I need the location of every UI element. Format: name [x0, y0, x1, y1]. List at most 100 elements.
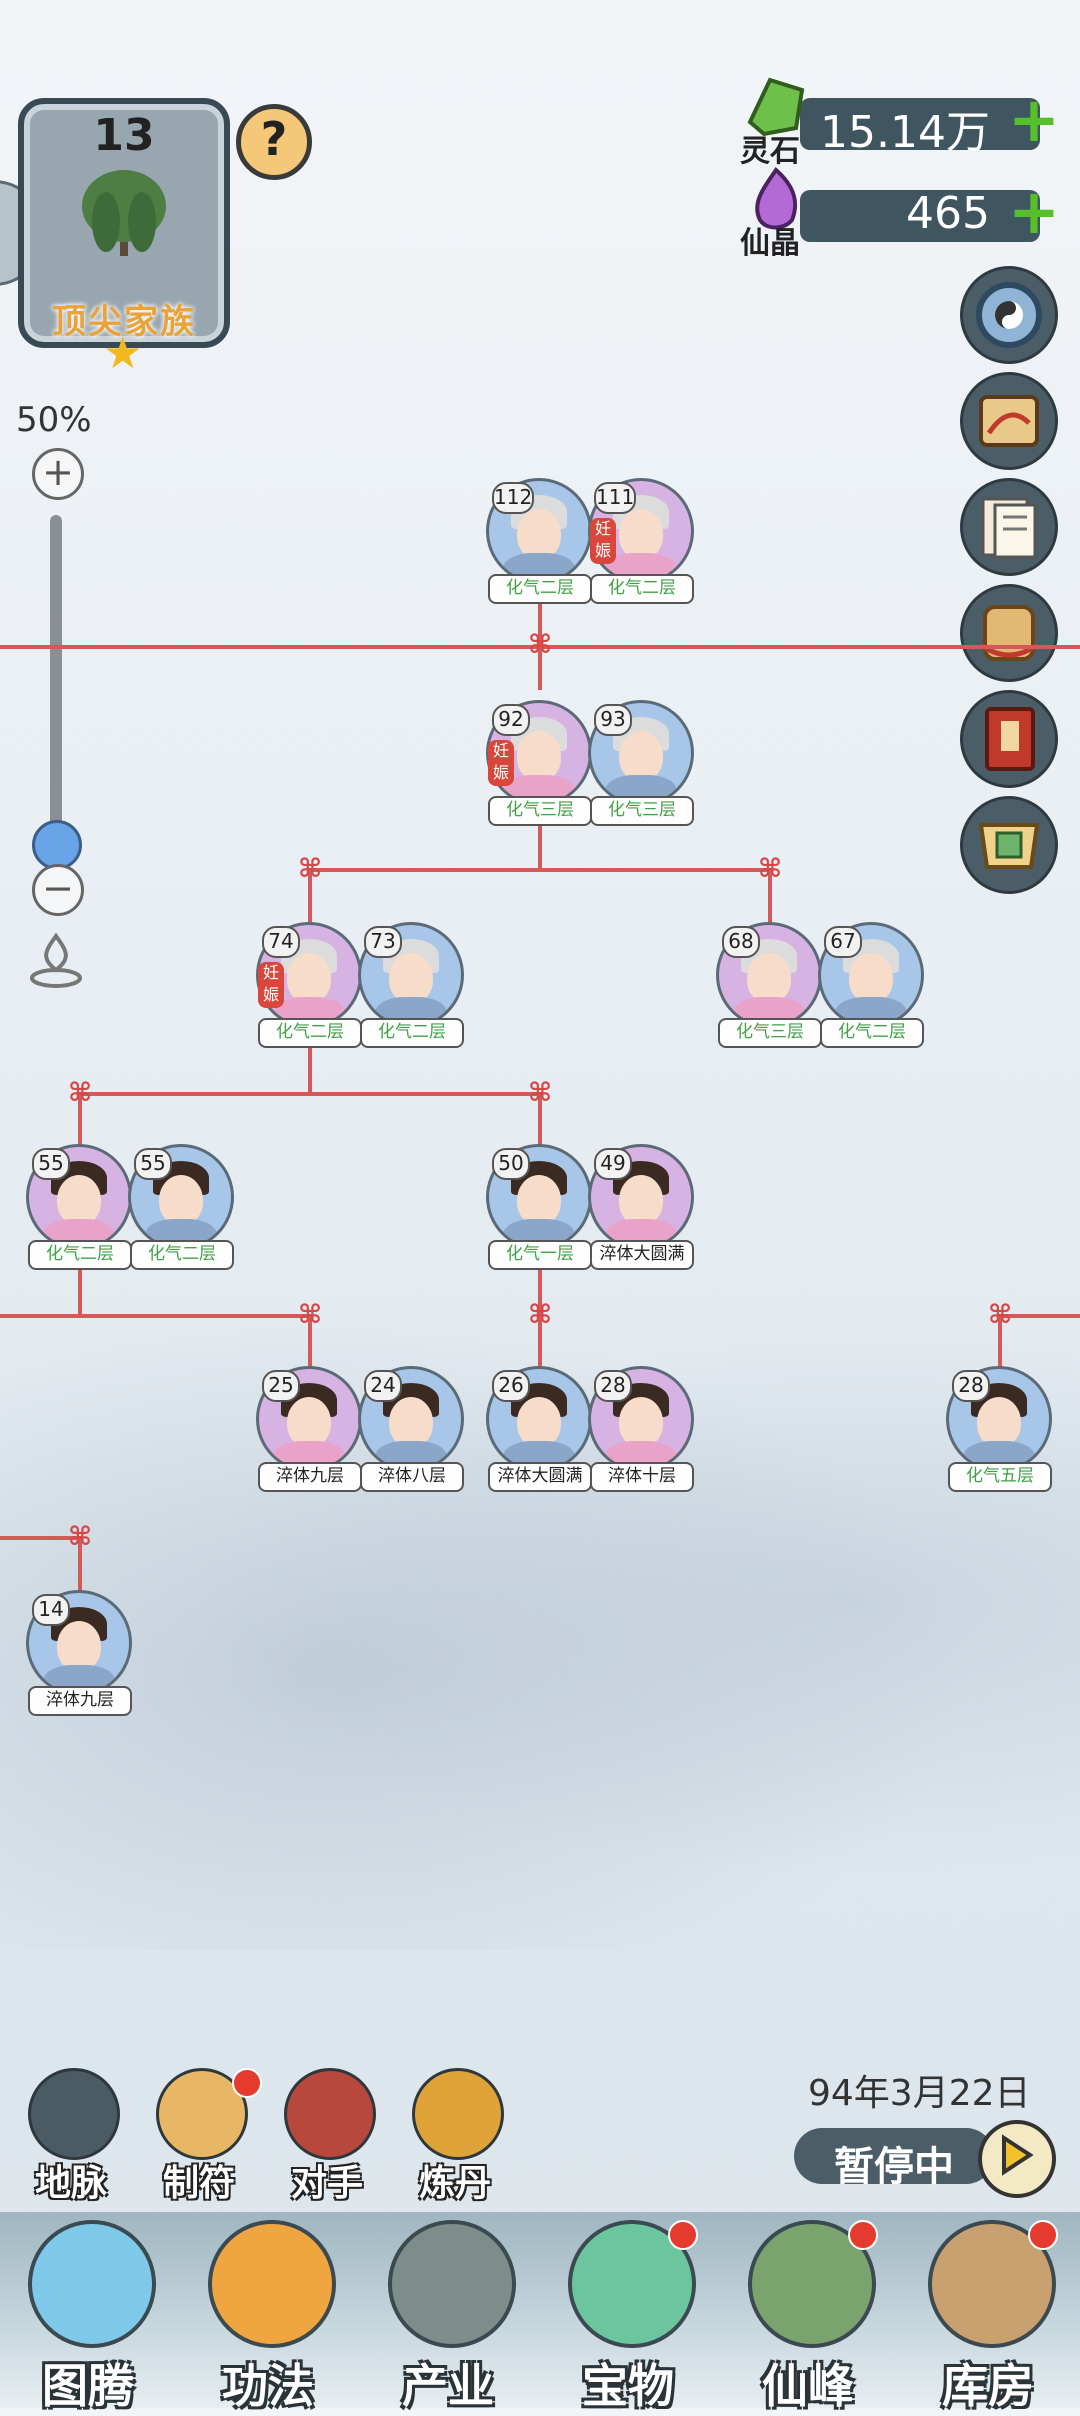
- yin-yang-settings-icon[interactable]: [960, 266, 1058, 364]
- token-icon[interactable]: [960, 796, 1058, 894]
- member-rank: 化气五层: [948, 1462, 1052, 1492]
- willow-tree-icon: [82, 170, 166, 256]
- member-rank: 淬体大圆满: [590, 1240, 694, 1270]
- member-face: [517, 731, 561, 781]
- marriage-knot-icon: ⌘: [987, 1300, 1013, 1330]
- add-immortal-crystal-button[interactable]: +: [1008, 175, 1060, 248]
- pregnant-badge: 妊娠: [258, 962, 284, 1008]
- locate-icon[interactable]: [26, 930, 86, 990]
- nav-tab-1[interactable]: 功法: [180, 2210, 356, 2413]
- member-rank: 化气三层: [718, 1018, 822, 1048]
- tree-line: [998, 1314, 1002, 1374]
- marriage-knot-icon: ⌘: [67, 1078, 93, 1108]
- tree-line: [768, 868, 772, 928]
- button-label: 对手: [290, 2163, 363, 2204]
- marriage-knot-icon: ⌘: [527, 1300, 553, 1330]
- member-rank: 化气二层: [590, 574, 694, 604]
- earth-vein-button[interactable]: 地脉: [16, 2068, 126, 2204]
- nav-label: 宝物: [582, 2359, 674, 2413]
- immortal-crystal-icon: [755, 167, 798, 230]
- scroll-map-icon[interactable]: [960, 372, 1058, 470]
- family-member[interactable]: 112 化气二层: [486, 478, 592, 604]
- family-crest[interactable]: 13 顶尖家族 ★: [18, 98, 230, 379]
- member-face: [977, 1397, 1021, 1447]
- member-rank: 淬体九层: [28, 1686, 132, 1716]
- member-face: [389, 1397, 433, 1447]
- nav-tab-5[interactable]: 库房: [900, 2210, 1076, 2413]
- nav-label: 库房: [942, 2359, 1034, 2413]
- member-age: 74: [262, 926, 300, 958]
- notification-badge: [668, 2220, 698, 2250]
- zoom-out-button[interactable]: −: [32, 864, 84, 916]
- member-face: [517, 509, 561, 559]
- member-age: 24: [364, 1370, 402, 1402]
- member-face: [619, 731, 663, 781]
- resource-label: 灵石: [740, 134, 800, 169]
- member-face: [57, 1621, 101, 1671]
- marriage-knot-icon: ⌘: [297, 1300, 323, 1330]
- member-age: 50: [492, 1148, 530, 1180]
- member-rank: 化气二层: [28, 1240, 132, 1270]
- member-age: 67: [824, 926, 862, 958]
- member-rank: 淬体大圆满: [488, 1462, 592, 1492]
- rolled-scroll-icon[interactable]: [960, 584, 1058, 682]
- letters-icon[interactable]: [960, 478, 1058, 576]
- tree-line: [998, 1314, 1080, 1318]
- pause-control[interactable]: 暂停中: [794, 2120, 1056, 2198]
- rivals-button[interactable]: 对手: [272, 2068, 382, 2204]
- help-button[interactable]: ?: [236, 104, 312, 180]
- nav-tab-2[interactable]: 产业: [360, 2210, 536, 2413]
- member-portrait: [486, 700, 592, 806]
- tree-line: [78, 1536, 82, 1596]
- member-rank: 淬体九层: [258, 1462, 362, 1492]
- add-spirit-stone-button[interactable]: +: [1008, 83, 1060, 156]
- zoom-in-button[interactable]: +: [32, 448, 84, 500]
- resource-label: 仙晶: [740, 226, 800, 261]
- notification-badge: [1028, 2220, 1058, 2250]
- member-rank: 化气二层: [488, 574, 592, 604]
- nav-tab-3[interactable]: 宝物: [540, 2210, 716, 2413]
- member-age: 92: [492, 704, 530, 736]
- nav-tab-0[interactable]: 图腾: [0, 2210, 176, 2413]
- member-age: 49: [594, 1148, 632, 1180]
- tree-line: [538, 1256, 542, 1374]
- member-age: 26: [492, 1370, 530, 1402]
- family-member[interactable]: 49 淬体大圆满: [588, 1144, 694, 1270]
- talisman-button[interactable]: 制符: [144, 2068, 262, 2204]
- family-member[interactable]: 26 淬体大圆满: [486, 1366, 592, 1492]
- nav-icon: [28, 2220, 156, 2348]
- member-face: [747, 953, 791, 1003]
- zoom-slider-track[interactable]: [50, 515, 62, 845]
- play-button[interactable]: [978, 2120, 1056, 2198]
- pregnant-badge: 妊娠: [488, 740, 514, 786]
- red-book-icon[interactable]: [960, 690, 1058, 788]
- resource-bar: [800, 190, 1040, 242]
- alchemy-button[interactable]: 炼丹: [400, 2068, 510, 2204]
- member-portrait: [486, 1366, 592, 1472]
- tree-line: [0, 1314, 310, 1318]
- button-label: 地脉: [34, 2163, 107, 2204]
- bottom-nav-bar: [0, 2212, 1080, 2408]
- nav-tab-4[interactable]: 仙峰: [720, 2210, 896, 2413]
- marriage-knot-icon: ⌘: [67, 1522, 93, 1552]
- tree-line: [78, 1092, 542, 1096]
- member-face: [287, 953, 331, 1003]
- zoom-slider-knob[interactable]: [32, 820, 82, 870]
- member-age: 111: [594, 482, 637, 514]
- member-age: 112: [492, 482, 535, 514]
